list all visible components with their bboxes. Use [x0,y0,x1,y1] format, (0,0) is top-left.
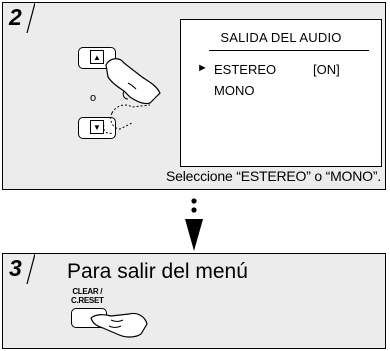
option-mono[interactable]: MONO [214,83,255,98]
instruction-caption: Seleccione “ESTEREO” o “MONO”. [166,168,381,184]
up-arrow-icon: ▲ [90,50,104,64]
option-estereo[interactable]: ESTEREO [214,62,277,77]
step-2-panel: 2 ▲ o ▼ SALIDA DEL AUDIO ► ESTEREO [ON] … [2,2,386,190]
pointing-hand-icon [103,58,161,134]
cursor-arrow-icon: ► [197,62,208,74]
down-button[interactable]: ▼ [78,117,116,139]
step-number: 3 [9,255,22,281]
screen-divider [209,50,369,51]
pressing-hand-icon [90,312,148,338]
clear-reset-label: CLEAR / C.RESET [71,287,104,305]
step-number-box [26,3,35,33]
menu-screen: SALIDA DEL AUDIO ► ESTEREO [ON] MONO [180,19,382,167]
down-arrow-icon: ▼ [90,120,104,134]
step-title: Para salir del menú [67,260,248,283]
step-number-box [26,254,35,284]
down-direction-arrow-icon [185,198,203,251]
option-estereo-status: [ON] [313,62,340,77]
step-number: 2 [9,4,22,30]
screen-title: SALIDA DEL AUDIO [220,30,342,45]
step-3-panel: 3 Para salir del menú CLEAR / C.RESET [2,253,386,349]
or-label: o [90,92,97,104]
